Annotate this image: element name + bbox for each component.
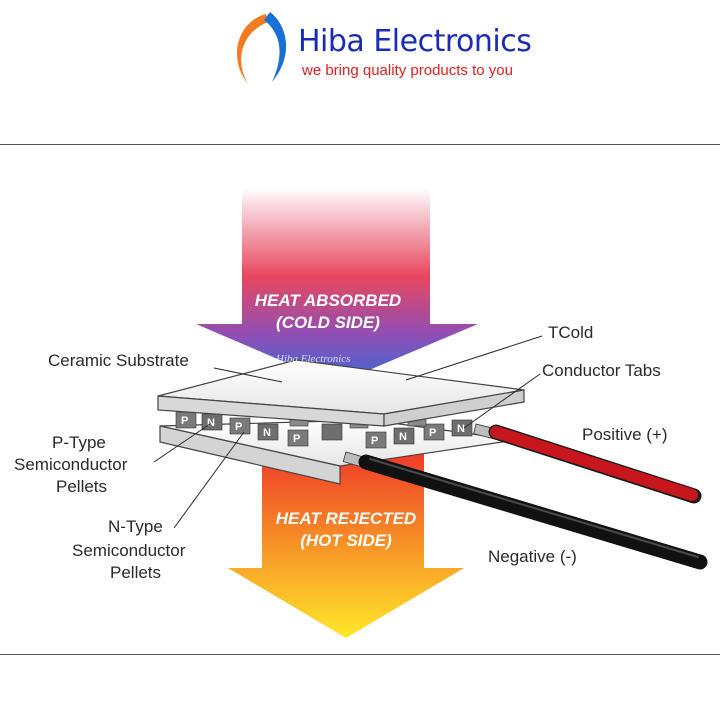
pellet [321, 423, 343, 441]
pellet [287, 429, 309, 447]
label-positive: Positive (+) [582, 425, 668, 444]
label-n-type-line3: Pellets [110, 563, 161, 582]
pellet-letter: N [263, 427, 271, 439]
label-n-type-line1: N-Type [108, 517, 163, 536]
leader-lines [153, 335, 543, 529]
pellet-letter: P [235, 421, 242, 433]
pellet-letter: N [457, 423, 465, 435]
hot-side-label: (HOT SIDE) [300, 531, 392, 550]
pellet-letter: N [399, 431, 407, 443]
label-conductor-tabs: Conductor Tabs [542, 361, 661, 380]
header: Hiba Electronics we bring quality produc… [0, 0, 720, 100]
pellet [257, 423, 279, 441]
heat-absorbed-label: HEAT ABSORBED [255, 291, 401, 310]
label-p-type-line3: Pellets [56, 477, 107, 496]
pellet [365, 431, 387, 449]
leader-ceramic [213, 367, 283, 383]
heat-rejected-label: HEAT REJECTED [276, 509, 416, 528]
frame-top-divider [0, 144, 720, 145]
label-n-type-line2: Semiconductor [72, 541, 186, 560]
pellet-letter: P [293, 433, 300, 445]
hiba-logo-icon [236, 12, 287, 84]
pellet-letter: P [371, 435, 378, 447]
leader-p-type [153, 423, 211, 463]
brand-name: Hiba Electronics [298, 24, 532, 59]
frame-bottom-divider [0, 654, 720, 655]
pellet-letter: N [207, 417, 215, 429]
negative-wire-highlight [369, 458, 699, 558]
positive-wire-core [490, 426, 698, 501]
heat-rejected-arrow [228, 452, 464, 638]
pellet [423, 423, 445, 441]
pellet-letter: P [181, 415, 188, 427]
label-p-type-line1: P-Type [52, 433, 106, 452]
label-ceramic-substrate: Ceramic Substrate [48, 351, 189, 370]
label-negative: Negative (-) [488, 547, 577, 566]
negative-wire [358, 454, 708, 570]
watermark: Hiba Electronics [275, 353, 350, 365]
pellet [229, 417, 251, 435]
heat-absorbed-arrow [196, 188, 478, 384]
leader-conductor [463, 373, 541, 429]
leader-n-type [173, 431, 245, 529]
brand-tagline: we bring quality products to you [302, 62, 513, 79]
pellet [451, 419, 473, 437]
label-p-type-line2: Semiconductor [14, 455, 128, 474]
cold-side-label: (COLD SIDE) [276, 313, 380, 332]
label-tcold: TCold [548, 323, 593, 342]
pellet-letter: P [429, 427, 436, 439]
bottom-ceramic-plate-edge [159, 425, 341, 485]
leader-tcold [405, 335, 543, 381]
pellet [393, 427, 415, 445]
top-ceramic-plate-side [383, 389, 525, 427]
